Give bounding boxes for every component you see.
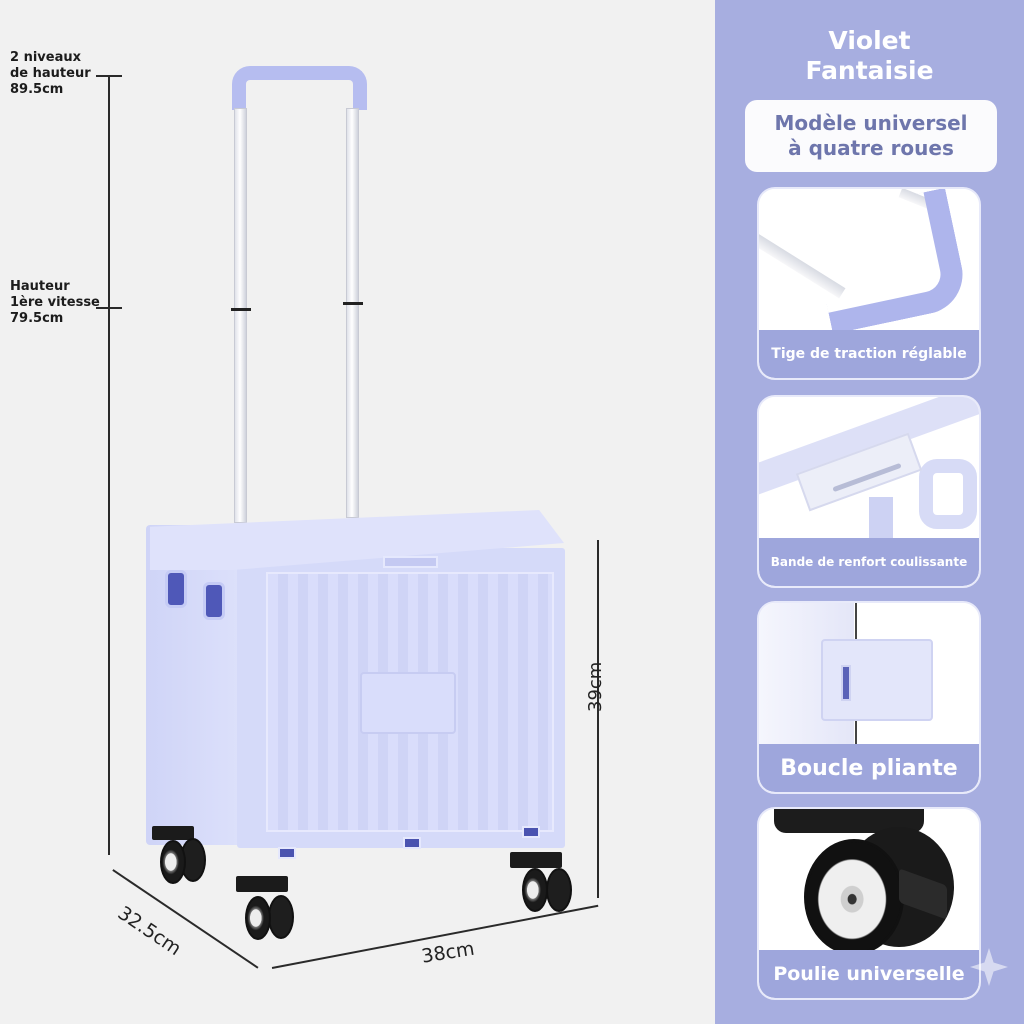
folding-buckle-icon xyxy=(759,603,979,748)
width-label: 38cm xyxy=(420,937,476,968)
max-height-tick xyxy=(96,75,122,77)
caster-mount-front-left xyxy=(236,876,288,892)
feature-card-universal-wheel: Poulie universelle xyxy=(757,807,981,1000)
wheel-icon xyxy=(160,840,186,884)
feature-caption: Boucle pliante xyxy=(759,744,979,792)
product-image-area: 2 niveaux de hauteur 89.5cm Hauteur 1ère… xyxy=(10,50,606,969)
caster-mount-front-right xyxy=(510,852,562,868)
rod-lock-mark-left xyxy=(231,308,251,311)
caster-mount-back-left xyxy=(152,826,194,840)
bottom-clip-3 xyxy=(522,826,540,838)
swivel-wheel-icon xyxy=(759,809,979,954)
feature-card-adjustable-handle: Tige de traction réglable xyxy=(757,187,981,380)
trolley-handle-grip xyxy=(232,66,367,110)
box-height-dimension-line xyxy=(597,540,599,898)
model-subtitle: Modèle universel à quatre roues xyxy=(774,111,968,160)
wheel-icon xyxy=(268,895,294,939)
box-height-label: 39cm xyxy=(585,661,606,712)
telescopic-rod-right xyxy=(346,108,359,518)
front-label-plate xyxy=(360,672,456,734)
height-dimension-line xyxy=(108,75,110,855)
telescopic-handle-icon xyxy=(759,189,979,334)
bottom-clip-1 xyxy=(278,847,296,859)
feature-card-folding-buckle: Boucle pliante xyxy=(757,601,981,794)
wheel-icon xyxy=(522,868,548,912)
reinforcement-clip-icon xyxy=(759,397,979,542)
lid-latch xyxy=(383,556,438,568)
first-height-label: Hauteur 1ère vitesse 79.5cm xyxy=(10,279,100,326)
wheel-icon xyxy=(546,868,572,912)
feature-card-reinforcement-strip: Bande de renfort coulissante xyxy=(757,395,981,588)
bottom-clip-2 xyxy=(403,837,421,849)
telescopic-rod-left xyxy=(234,108,247,523)
cart-box-side xyxy=(146,525,246,845)
model-subtitle-card: Modèle universel à quatre roues xyxy=(745,100,997,172)
max-height-label: 2 niveaux de hauteur 89.5cm xyxy=(10,50,91,97)
feature-caption: Tige de traction réglable xyxy=(759,330,979,378)
side-handle-hole-2 xyxy=(203,582,225,620)
wheel-icon xyxy=(245,896,271,940)
feature-caption: Poulie universelle xyxy=(759,950,979,998)
wheel-icon xyxy=(180,838,206,882)
first-height-tick xyxy=(96,307,122,309)
color-name-title: Violet Fantaisie xyxy=(805,26,934,85)
feature-panel: Violet Fantaisie Modèle universel à quat… xyxy=(715,0,1024,1024)
feature-caption: Bande de renfort coulissante xyxy=(759,538,979,586)
side-handle-hole-1 xyxy=(165,570,187,608)
rod-lock-mark-right xyxy=(343,302,363,305)
